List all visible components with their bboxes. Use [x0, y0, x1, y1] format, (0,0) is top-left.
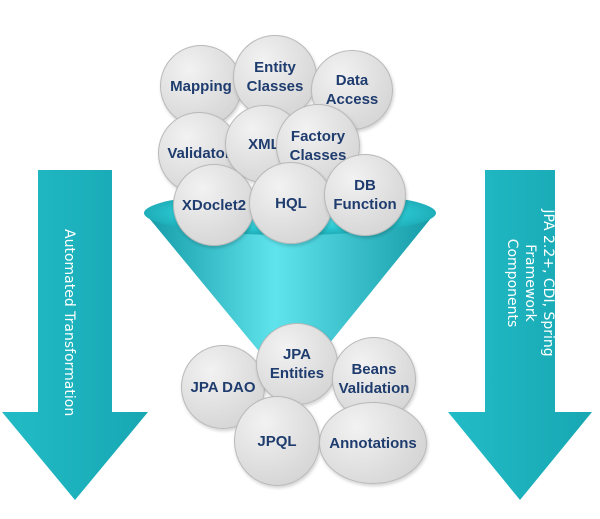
left-arrow	[2, 170, 148, 500]
bubble-db-function-label: DB Function	[333, 177, 397, 213]
funnel-body	[144, 212, 436, 355]
bubble-jpql: JPQL	[234, 396, 320, 486]
right-arrow	[448, 170, 592, 500]
right-arrow-label: JPA 2.2+, CDI, Spring Framework Componen…	[504, 209, 556, 357]
bubble-validator-label: Validator	[167, 144, 231, 162]
bubble-data-access-label: Data Access	[325, 72, 379, 108]
bubble-factory-classes-label: Factory Classes	[289, 128, 347, 164]
left-arrow-label: Automated Transformation	[61, 229, 77, 417]
bubble-entity-classes-label: Entity Classes	[246, 59, 304, 95]
bubble-xml-label: XML	[248, 135, 280, 153]
bubble-jpa-entities-label: JPA Entities	[269, 346, 325, 382]
bubble-xdoclet2: XDoclet2	[173, 164, 255, 246]
bubble-db-function: DB Function	[324, 154, 406, 236]
bubble-annotations-label: Annotations	[329, 434, 417, 452]
bubble-hql: HQL	[249, 162, 333, 244]
bubble-jpa-entities: JPA Entities	[256, 323, 338, 405]
bubble-annotations: Annotations	[319, 402, 427, 484]
bubble-jpql-label: JPQL	[257, 432, 297, 450]
bubble-xdoclet2-label: XDoclet2	[181, 196, 247, 214]
bubble-hql-label: HQL	[275, 194, 307, 212]
bubble-jpa-dao-label: JPA DAO	[190, 378, 256, 396]
bubble-beans-validation-label: Beans Validation	[338, 361, 410, 397]
bubble-entity-classes: Entity Classes	[233, 35, 317, 119]
bubble-mapping-label: Mapping	[170, 77, 232, 95]
